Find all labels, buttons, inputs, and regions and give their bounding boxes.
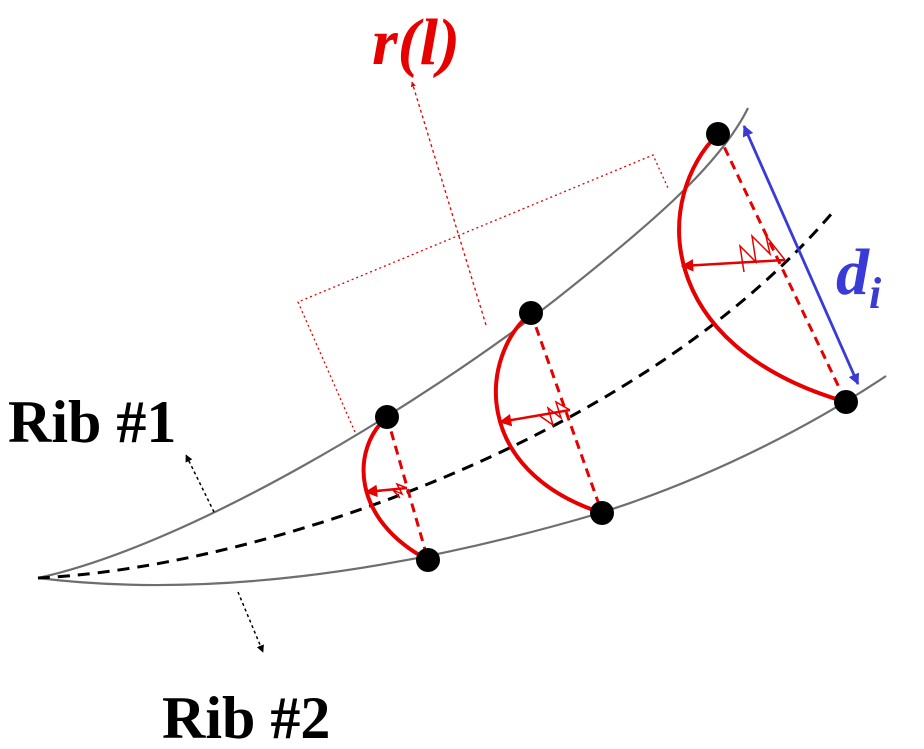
- distance-arrow: [742, 124, 860, 386]
- node-point: [706, 122, 730, 146]
- section-3-chord: [716, 133, 848, 403]
- rib1-leader: [185, 454, 215, 513]
- section-2-radius-arrow: [498, 408, 571, 427]
- rib2-leader: [237, 591, 264, 653]
- distance-label-sub: i: [869, 269, 882, 318]
- section-3-spring-icon: [738, 233, 786, 273]
- rib1-curve: [37, 107, 749, 580]
- local-frame-dotted: [297, 154, 669, 433]
- section-2-spring-icon: [539, 400, 571, 427]
- rib1-label: Rib #1: [8, 389, 176, 455]
- rib2-label: Rib #2: [162, 685, 330, 749]
- section-3: [677, 132, 848, 404]
- section-1-spring-icon: [392, 482, 408, 499]
- section-3-radius-arrow: [680, 258, 786, 272]
- section-2-profile: [494, 311, 603, 515]
- radius-axis-arrow: [410, 81, 487, 326]
- radius-function-label: r(l): [372, 6, 460, 79]
- node-point: [519, 301, 543, 325]
- section-1: [361, 415, 430, 562]
- distance-label: di: [836, 236, 882, 318]
- node-point: [590, 501, 614, 525]
- node-point: [834, 390, 858, 414]
- section-2-chord: [529, 312, 604, 514]
- node-point: [416, 548, 440, 572]
- section-3-profile: [677, 132, 847, 404]
- section-2: [494, 311, 604, 515]
- distance-label-base: d: [836, 236, 870, 309]
- node-point: [375, 405, 399, 429]
- rib2-curve: [37, 375, 887, 587]
- section-1-chord: [385, 416, 430, 561]
